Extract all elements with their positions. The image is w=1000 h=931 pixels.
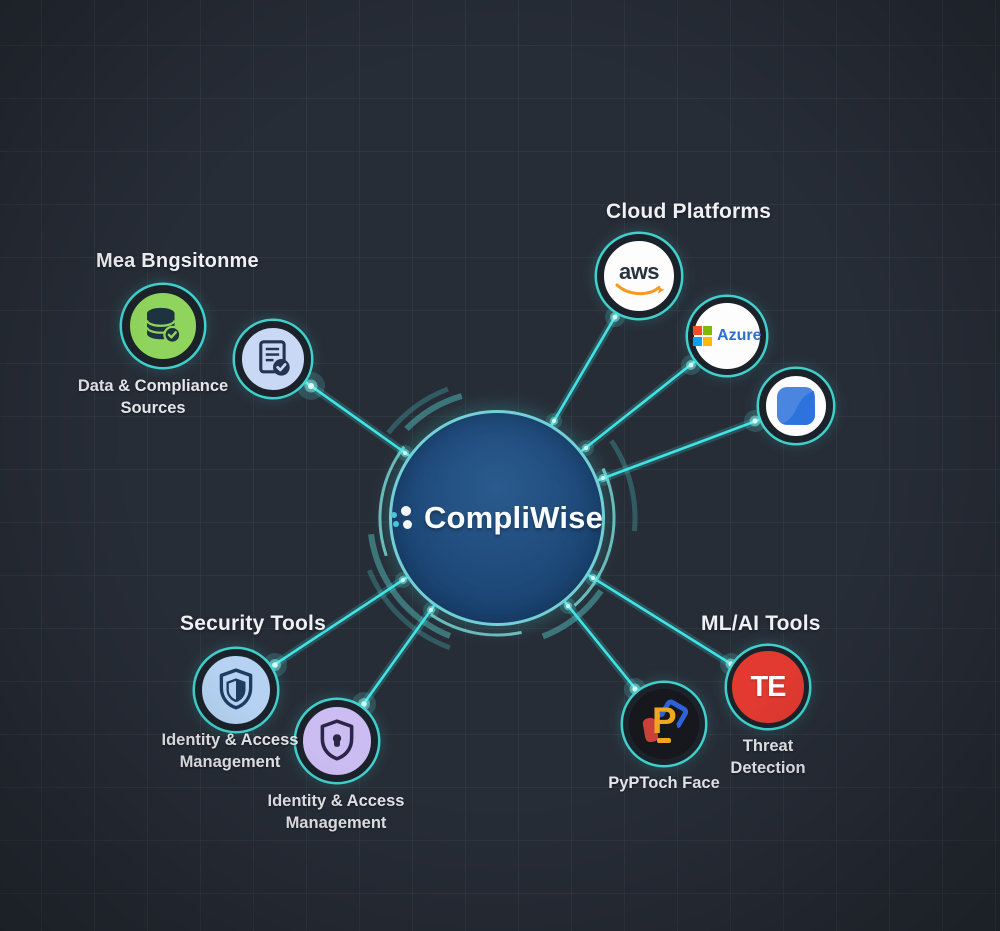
compliwise-logo-icon [390,506,414,530]
label-identity-access-1: Identity & Access Management [161,731,299,771]
glow-endpoints [263,307,766,716]
heading-cloud-platforms: Cloud Platforms [606,200,772,223]
hub-label: CompliWise [423,500,604,535]
hub-node-compliwise: CompliWise [389,410,605,626]
aws-logo: aws [618,258,660,284]
heading-data-sources: Mea Bngsitonme [96,250,259,272]
document-node [235,321,311,397]
label-data-compliance-sources: Data & Compliance Sources [77,377,229,417]
blue-app-logo [777,387,815,425]
shield-half-icon [219,668,253,710]
azure-logo: Azure [692,326,761,346]
te-badge: TE [750,670,786,703]
pytorch-logo: P [638,697,691,750]
aws-node: aws [597,234,681,318]
hub-decorative-arcs [356,377,638,659]
document-check-icon [259,340,290,376]
label-pytorch: PyPToch Face [608,774,720,792]
database-check-icon [145,307,182,344]
azure-node: Azure [688,297,766,375]
label-identity-access-2: Identity & Access Management [267,792,405,832]
database-node [122,285,204,367]
heading-mlai-tools: ML/AI Tools [701,612,821,635]
threat-detection-node: TE [727,646,809,728]
pytorch-node: P [623,683,705,765]
aws-smile-icon [615,283,665,295]
blue-app-node [759,369,833,443]
shield-lock-icon [320,719,354,761]
label-threat-detection: Threat Detection [730,737,806,777]
shield-purple-node [296,700,378,782]
pytorch-tail-shape [657,738,671,743]
heading-security-tools: Security Tools [180,612,326,635]
microsoft-squares-icon [692,326,713,346]
shield-blue-node [195,649,277,731]
